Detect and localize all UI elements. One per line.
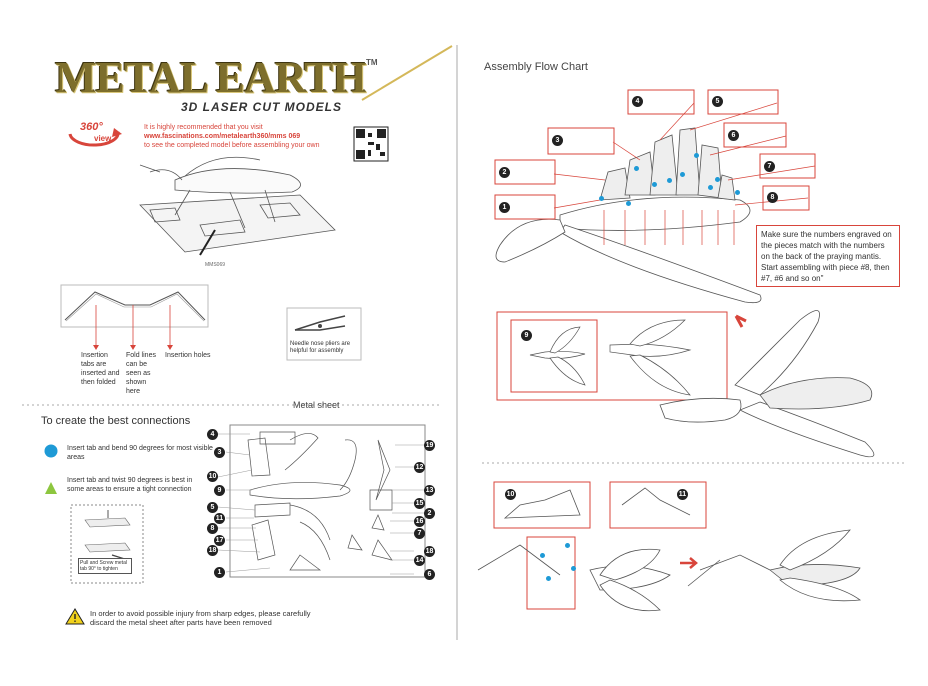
metal-sheet-title: Metal sheet (293, 400, 340, 410)
metal-sheet-illustration (217, 424, 426, 578)
sheet-number: 18 (424, 546, 435, 557)
blue-dot-marker (571, 566, 576, 571)
twist-tab-diagram (70, 504, 144, 584)
logo-swoosh (361, 45, 453, 101)
flow-step-number: 7 (764, 161, 775, 172)
flow-step-boxes (494, 89, 816, 401)
intro-line-1: It is highly recommended that you visit (144, 124, 263, 131)
blue-dot-marker (626, 201, 631, 206)
blue-dot-marker (715, 177, 720, 182)
flow-chart-title: Assembly Flow Chart (484, 61, 588, 73)
sheet-number: 10 (207, 471, 218, 482)
sheet-number: 14 (414, 555, 425, 566)
detail-step-number: 10 (505, 489, 516, 500)
arrow-icon (734, 314, 747, 328)
insertion-tabs-label: Insertion tabs are inserted and then fol… (81, 352, 120, 386)
insertion-diagram (60, 284, 209, 350)
sheet-number: 2 (424, 508, 435, 519)
sheet-number: 16 (414, 516, 425, 527)
legs-step-boxes (493, 481, 707, 610)
blue-dot-marker (735, 190, 740, 195)
tip-twist: Insert tab and twist 90 degrees is best … (67, 477, 193, 493)
trademark: TM (366, 58, 378, 67)
sheet-number: 9 (214, 485, 225, 496)
intro-line-3: to see the completed model before assemb… (144, 142, 320, 149)
blue-dot-marker (680, 172, 685, 177)
detail-step-number: 9 (521, 330, 532, 341)
blue-dot-marker (634, 166, 639, 171)
brand-logo: METAL EARTH (55, 53, 367, 102)
completed-model-illustration (139, 156, 336, 256)
sheet-number: 17 (214, 535, 225, 546)
flow-step-number: 1 (499, 202, 510, 213)
flow-chart-mantis (495, 127, 762, 304)
blue-dot-marker (667, 178, 672, 183)
blue-dot-marker (694, 153, 699, 158)
model-code: MMS069 (205, 262, 226, 268)
tip-bend: Insert tab and bend 90 degrees for most … (67, 445, 213, 461)
blue-dot-marker (546, 576, 551, 581)
flow-step-number: 3 (552, 135, 563, 146)
brand-subtitle: 3D LASER CUT MODELS (181, 100, 343, 114)
flow-step-number: 8 (767, 192, 778, 203)
sheet-number: 3 (214, 447, 225, 458)
flow-step-number: 4 (632, 96, 643, 107)
sheet-number: 13 (424, 485, 435, 496)
warning-line-2: discard the metal sheet after parts have… (90, 618, 272, 627)
arrow-icon (680, 557, 698, 569)
legs-assembly-illustration (477, 487, 862, 612)
connections-title: To create the best connections (41, 415, 191, 427)
warning-text: In order to avoid possible injury from s… (90, 609, 311, 627)
fold-lines-label: Fold lines can be seen as shown here (126, 352, 156, 395)
blue-dot-marker (652, 182, 657, 187)
sheet-number: 4 (207, 429, 218, 440)
view-badge-top: 360° (80, 121, 103, 133)
sheet-number: 11 (214, 513, 225, 524)
step-9-detail (529, 319, 692, 396)
flow-step-number: 6 (728, 130, 739, 141)
flow-step-number: 2 (499, 167, 510, 178)
qr-code (353, 126, 389, 162)
sheet-number: 15 (414, 498, 425, 509)
intro-text: It is highly recommended that you visit … (144, 123, 320, 150)
intro-url[interactable]: www.fascinations.com/metalearth360/mms 0… (144, 133, 301, 140)
blue-dot-marker (708, 185, 713, 190)
green-triangle-icon (45, 482, 57, 494)
assembly-note: Make sure the numbers engraved on the pi… (756, 225, 900, 287)
blue-dot-marker (599, 196, 604, 201)
sheet-number: 1 (214, 567, 225, 578)
sheet-number: 19 (424, 440, 435, 451)
sheet-number: 7 (414, 528, 425, 539)
pliers-icon (286, 307, 362, 361)
view-badge-bottom: view (94, 134, 112, 143)
sheet-number: 8 (207, 523, 218, 534)
360-view-icon (68, 128, 122, 147)
mantis-body-illustration (659, 310, 875, 458)
sheet-number: 12 (414, 462, 425, 473)
blue-dot-icon (44, 444, 58, 458)
detail-step-number: 11 (677, 489, 688, 500)
insertion-holes-label: Insertion holes (165, 352, 211, 359)
flow-step-number: 5 (712, 96, 723, 107)
twist-caption: Pull and Screw metal tab 90° to tighten (78, 558, 132, 574)
warning-line-1: In order to avoid possible injury from s… (90, 609, 311, 618)
blue-dot-marker (540, 553, 545, 558)
sheet-number: 18 (207, 545, 218, 556)
warning-icon (65, 608, 85, 625)
blue-dot-marker (565, 543, 570, 548)
pliers-note: Needle nose pliers are helpful for assem… (290, 341, 351, 354)
sheet-number: 5 (207, 502, 218, 513)
sheet-number: 6 (424, 569, 435, 580)
